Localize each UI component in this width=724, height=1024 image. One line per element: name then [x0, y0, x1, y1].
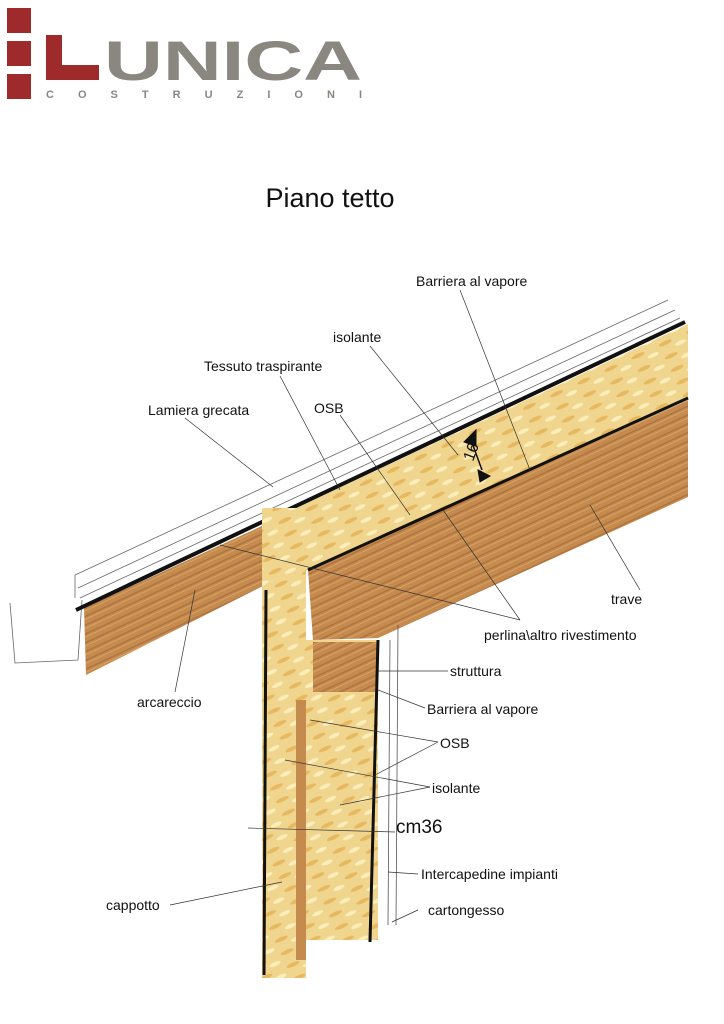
company-logo: UNICA COSTRUZIONI	[0, 0, 370, 110]
trave	[308, 400, 688, 640]
label-barriera-vapore-wall: Barriera al vapore	[427, 701, 539, 717]
svg-text:UNICA: UNICA	[104, 29, 362, 92]
label-isolante-roof: isolante	[333, 329, 382, 345]
page-title: Piano tetto	[0, 183, 724, 214]
label-barriera-vapore-roof: Barriera al vapore	[416, 273, 528, 289]
label-trave: trave	[611, 591, 643, 607]
label-osb-roof: OSB	[314, 400, 344, 416]
label-cappotto: cappotto	[106, 897, 160, 913]
label-cartongesso: cartongesso	[428, 902, 505, 918]
label-arcareccio: arcareccio	[137, 694, 202, 710]
arcareccio	[84, 520, 275, 675]
tessuto-traspirante	[75, 320, 686, 612]
leader-lines	[169, 289, 641, 923]
label-intercapedine: Intercapedine impianti	[421, 866, 558, 882]
label-osb-wall: OSB	[440, 735, 470, 751]
label-tessuto-traspirante: Tessuto traspirante	[204, 358, 323, 374]
dimension-arrow: 16	[461, 428, 492, 483]
label-perlina: perlina\altro rivestimento	[484, 627, 637, 643]
label-isolante-wall: isolante	[432, 780, 481, 796]
dimension-value: 16	[461, 441, 483, 464]
cartongesso	[387, 624, 399, 926]
lamiera-grecata	[9, 299, 681, 664]
title-text: Piano tetto	[265, 183, 395, 213]
struttura	[313, 642, 378, 692]
roof-insulation	[275, 324, 688, 580]
label-thickness: cm36	[396, 817, 443, 838]
label-lamiera-grecata: Lamiera grecata	[148, 402, 250, 418]
label-struttura: struttura	[450, 663, 502, 679]
